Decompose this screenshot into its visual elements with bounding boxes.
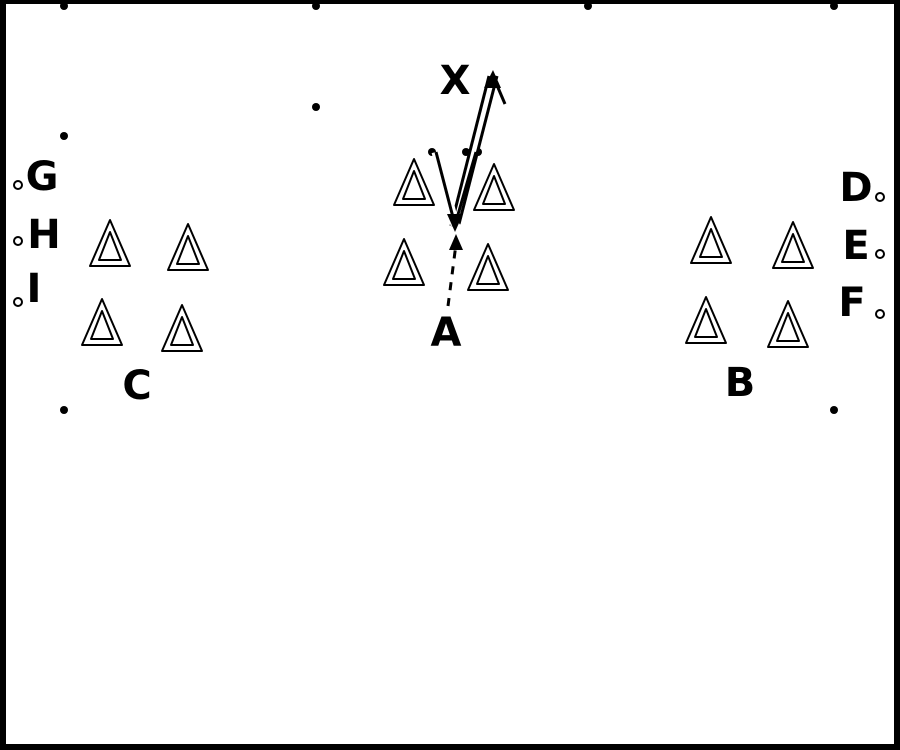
label-x: X xyxy=(440,58,471,104)
label-g: G xyxy=(26,154,59,200)
goal-bracket xyxy=(409,46,504,84)
label-b: B xyxy=(725,360,756,406)
station-dot-e xyxy=(875,249,885,259)
cones-group xyxy=(81,158,814,352)
joint-dot xyxy=(60,2,68,10)
label-a: A xyxy=(431,310,462,356)
cone-icon xyxy=(473,163,515,211)
station-dot-i xyxy=(13,297,23,307)
joint-dot xyxy=(312,103,320,111)
joint-dot xyxy=(312,2,320,10)
cone-icon xyxy=(690,216,732,264)
cone-icon xyxy=(383,238,425,286)
cone-icon xyxy=(467,243,509,291)
cone-icon xyxy=(772,221,814,269)
station-dot-h xyxy=(13,236,23,246)
station-dot-d xyxy=(875,192,885,202)
cone-icon xyxy=(89,219,131,267)
cone-icon xyxy=(167,223,209,271)
joint-dot xyxy=(584,2,592,10)
joint-dot xyxy=(830,406,838,414)
station-dot-f xyxy=(875,309,885,319)
station-dot-g xyxy=(13,180,23,190)
label-f: F xyxy=(838,280,865,326)
label-d: D xyxy=(839,165,872,211)
cone-icon xyxy=(393,158,435,206)
label-h: H xyxy=(27,212,60,258)
pass-arrows xyxy=(431,70,507,232)
cone-icon xyxy=(767,300,809,348)
label-i: I xyxy=(27,266,42,312)
cone-icon xyxy=(81,298,123,346)
joint-dot xyxy=(830,2,838,10)
field-background xyxy=(6,4,894,744)
cone-icon xyxy=(685,296,727,344)
joint-dot xyxy=(60,132,68,140)
goal-area-outline xyxy=(314,4,590,154)
label-c: C xyxy=(122,363,151,409)
dribble-run xyxy=(446,234,463,307)
cone-icon xyxy=(161,304,203,352)
label-e: E xyxy=(842,223,869,269)
arc-line xyxy=(29,105,433,153)
joint-dot xyxy=(60,406,68,414)
